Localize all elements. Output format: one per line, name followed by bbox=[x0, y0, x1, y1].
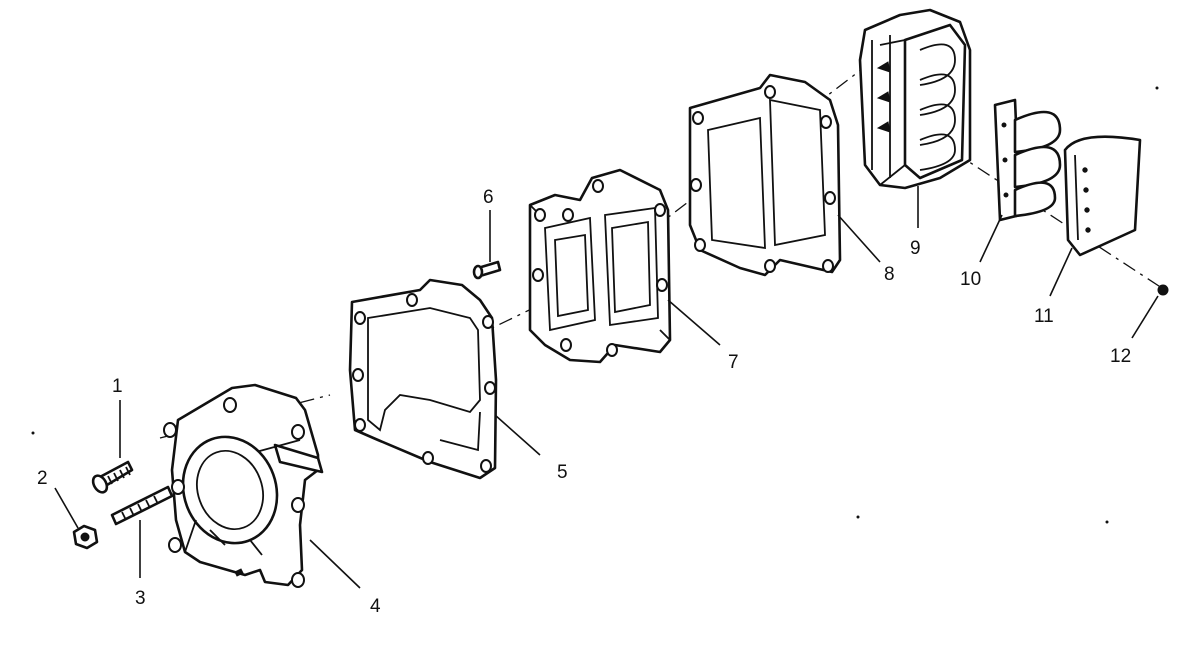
callout-5: 5 bbox=[557, 462, 568, 483]
callout-10: 10 bbox=[960, 269, 981, 290]
part-8-gasket bbox=[688, 73, 842, 277]
part-6-screw bbox=[472, 260, 502, 280]
part-1-screw bbox=[91, 460, 134, 494]
callout-7: 7 bbox=[728, 352, 739, 373]
callout-12: 12 bbox=[1110, 346, 1131, 367]
callout-3: 3 bbox=[135, 588, 146, 609]
leader-lines bbox=[54, 186, 1159, 589]
part-11-reed-stop bbox=[1063, 135, 1142, 257]
callout-labels: 1 2 3 4 5 6 7 8 9 10 11 12 bbox=[37, 187, 1131, 617]
callout-6: 6 bbox=[483, 187, 494, 208]
part-10-reed-petals bbox=[993, 98, 1062, 222]
callout-4: 4 bbox=[370, 596, 381, 617]
callout-9: 9 bbox=[910, 238, 921, 259]
part-5-gasket bbox=[348, 278, 498, 480]
part-12-screw bbox=[1157, 284, 1169, 296]
part-9-reed-cage bbox=[858, 8, 972, 190]
callout-11: 11 bbox=[1034, 306, 1054, 327]
part-7-reed-plate bbox=[528, 168, 672, 364]
callout-2: 2 bbox=[37, 468, 48, 489]
part-3-stud bbox=[110, 485, 174, 526]
callout-1: 1 bbox=[112, 376, 123, 397]
part-2-nut bbox=[72, 524, 99, 550]
print-specks bbox=[31, 86, 1159, 524]
callout-8: 8 bbox=[884, 264, 895, 285]
part-4-reed-housing bbox=[163, 383, 324, 588]
